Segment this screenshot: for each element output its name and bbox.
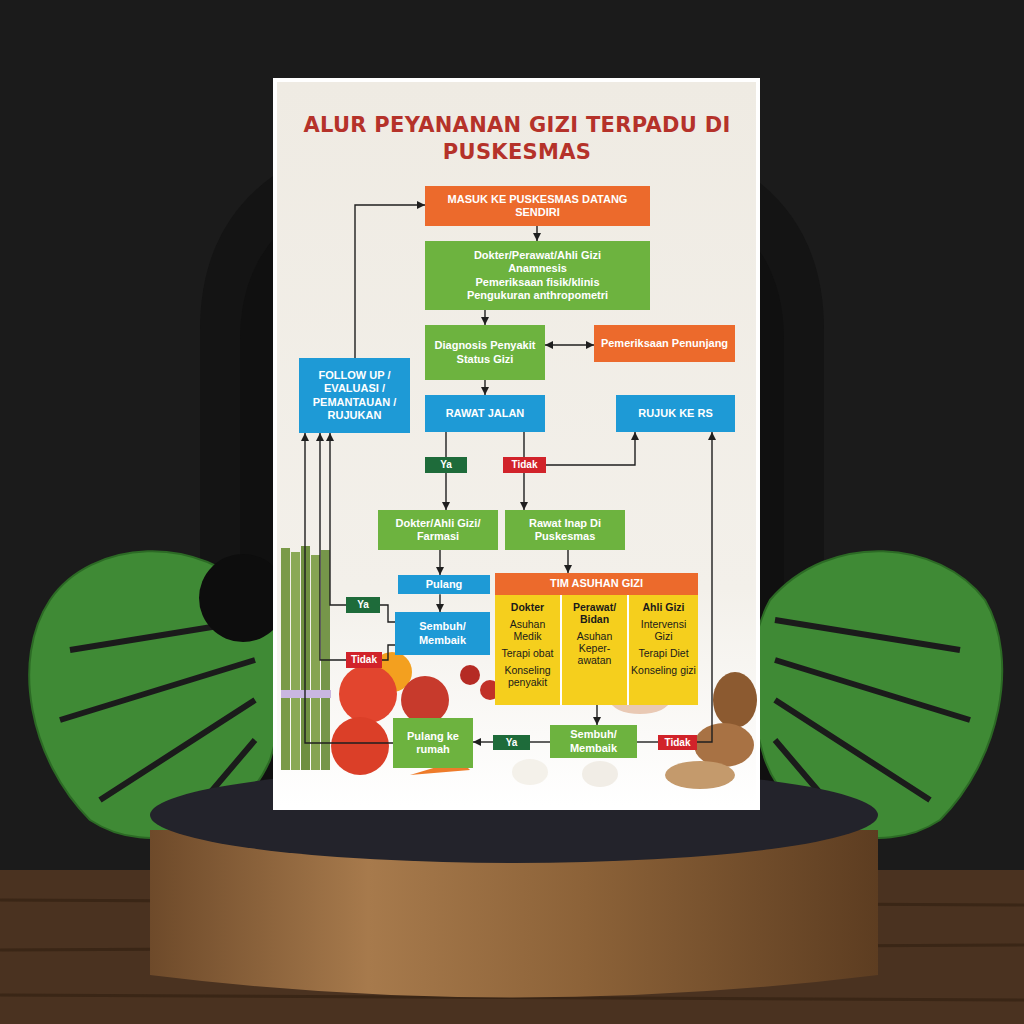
node-label: RUJUK KE RS <box>638 407 713 420</box>
flow-connector <box>473 741 493 742</box>
node-label: FOLLOW UP / EVALUASI / PEMANTAUAN / RUJU… <box>304 369 405 422</box>
flow-connector <box>545 344 594 345</box>
decision-box: Sembuh/ Membaik <box>550 725 637 758</box>
node-label: Pulang ke rumah <box>398 730 468 756</box>
node-label: Ya <box>357 599 369 611</box>
process-box: Diagnosis Penyakit Status Gizi <box>425 325 545 380</box>
yes-tag: Ya <box>425 457 467 473</box>
node-label: TIM ASUHAN GIZI <box>550 577 643 590</box>
flow-connector <box>536 226 537 241</box>
node-label: Diagnosis Penyakit Status Gizi <box>430 339 540 365</box>
flow-connector <box>382 645 395 660</box>
process-box: FOLLOW UP / EVALUASI / PEMANTAUAN / RUJU… <box>299 358 410 433</box>
node-body-text: Pemeriksaan fisik/klinis <box>475 276 599 289</box>
node-label: Pulang <box>426 578 463 591</box>
process-box: RAWAT JALAN <box>425 395 545 432</box>
node-label: Tidak <box>351 654 377 666</box>
process-box: Pemeriksaan Penunjang <box>594 325 735 362</box>
team-column: Ahli GiziIntervensi GiziTerapi DietKonse… <box>627 595 698 705</box>
node-body-text: Intervensi Gizi <box>631 618 696 642</box>
node-body-text: Asuhan Keper-awatan <box>564 630 625 666</box>
flow-connector <box>596 705 597 725</box>
flow-connector <box>380 605 395 622</box>
node-label: Tidak <box>665 737 691 749</box>
flow-connector <box>330 433 346 605</box>
node-label: Dokter/Ahli Gizi/ Farmasi <box>383 517 493 543</box>
node-label: Pemeriksaan Penunjang <box>601 337 728 350</box>
no-tag: Tidak <box>658 735 697 750</box>
node-body-text: Konseling penyakit <box>497 664 558 688</box>
flow-connector <box>305 433 393 743</box>
node-label: RAWAT JALAN <box>446 407 525 420</box>
yes-tag: Ya <box>346 597 380 613</box>
poster-paper <box>277 82 756 806</box>
node-body-text: Pengukuran anthropometri <box>467 289 608 302</box>
no-tag: Tidak <box>346 652 382 668</box>
decision-box: Sembuh/ Membaik <box>395 612 490 655</box>
flow-connector <box>567 550 568 573</box>
node-label: Rawat Inap Di Puskesmas <box>510 517 620 543</box>
flow-connector <box>445 473 446 510</box>
poster-frame <box>273 78 760 810</box>
flow-connector <box>523 473 524 510</box>
node-label: Ya <box>440 459 452 471</box>
flow-connector <box>439 550 440 575</box>
entry-box: MASUK KE PUSKESMAS DATANG SENDIRI <box>425 186 650 226</box>
node-label: Dokter/Perawat/Ahli Gizi <box>474 249 601 262</box>
poster-title: ALUR PEYANANAN GIZI TERPADU DI PUSKESMAS <box>283 112 751 167</box>
no-tag: Tidak <box>503 457 546 473</box>
process-box: Pulang <box>398 575 490 594</box>
node-label: Sembuh/ Membaik <box>555 728 632 754</box>
node-label: Perawat/ Bidan <box>564 601 625 625</box>
flow-connector <box>546 432 635 465</box>
team-column: DokterAsuhan MedikTerapi obatKonseling p… <box>495 595 560 705</box>
flow-connector <box>523 432 524 457</box>
flow-connector <box>530 741 550 742</box>
node-label: MASUK KE PUSKESMAS DATANG SENDIRI <box>430 193 645 219</box>
flow-connector <box>355 205 425 358</box>
node-label: Sembuh/ Membaik <box>400 620 485 646</box>
node-body-text: Terapi obat <box>502 647 554 659</box>
team-header: TIM ASUHAN GIZI <box>495 573 698 595</box>
flow-connector <box>637 741 658 742</box>
yes-tag: Ya <box>493 735 530 750</box>
flow-connector <box>484 310 485 325</box>
flow-connector <box>484 380 485 395</box>
node-label: Ahli Gizi <box>643 601 685 613</box>
flow-connector <box>697 432 712 742</box>
asparagus <box>281 546 331 770</box>
node-label: Ya <box>506 737 518 749</box>
node-body-text: Konseling gizi <box>631 664 696 676</box>
process-box: Dokter/Perawat/Ahli GiziAnamnesisPemerik… <box>425 241 650 310</box>
node-label: Dokter <box>511 601 544 613</box>
team-panel: TIM ASUHAN GIZI DokterAsuhan MedikTerapi … <box>495 573 698 705</box>
flow-connector <box>445 432 446 457</box>
process-box: Pulang ke rumah <box>393 718 473 768</box>
process-box: Rawat Inap Di Puskesmas <box>505 510 625 550</box>
process-box: RUJUK KE RS <box>616 395 735 432</box>
team-column: Perawat/ BidanAsuhan Keper-awatan <box>560 595 627 705</box>
process-box: Dokter/Ahli Gizi/ Farmasi <box>378 510 498 550</box>
flow-connector <box>439 594 440 612</box>
flow-connector <box>320 433 346 660</box>
node-body-text: Asuhan Medik <box>497 618 558 642</box>
node-body-text: Terapi Diet <box>638 647 688 659</box>
node-label: Tidak <box>512 459 538 471</box>
node-body-text: Anamnesis <box>508 262 567 275</box>
